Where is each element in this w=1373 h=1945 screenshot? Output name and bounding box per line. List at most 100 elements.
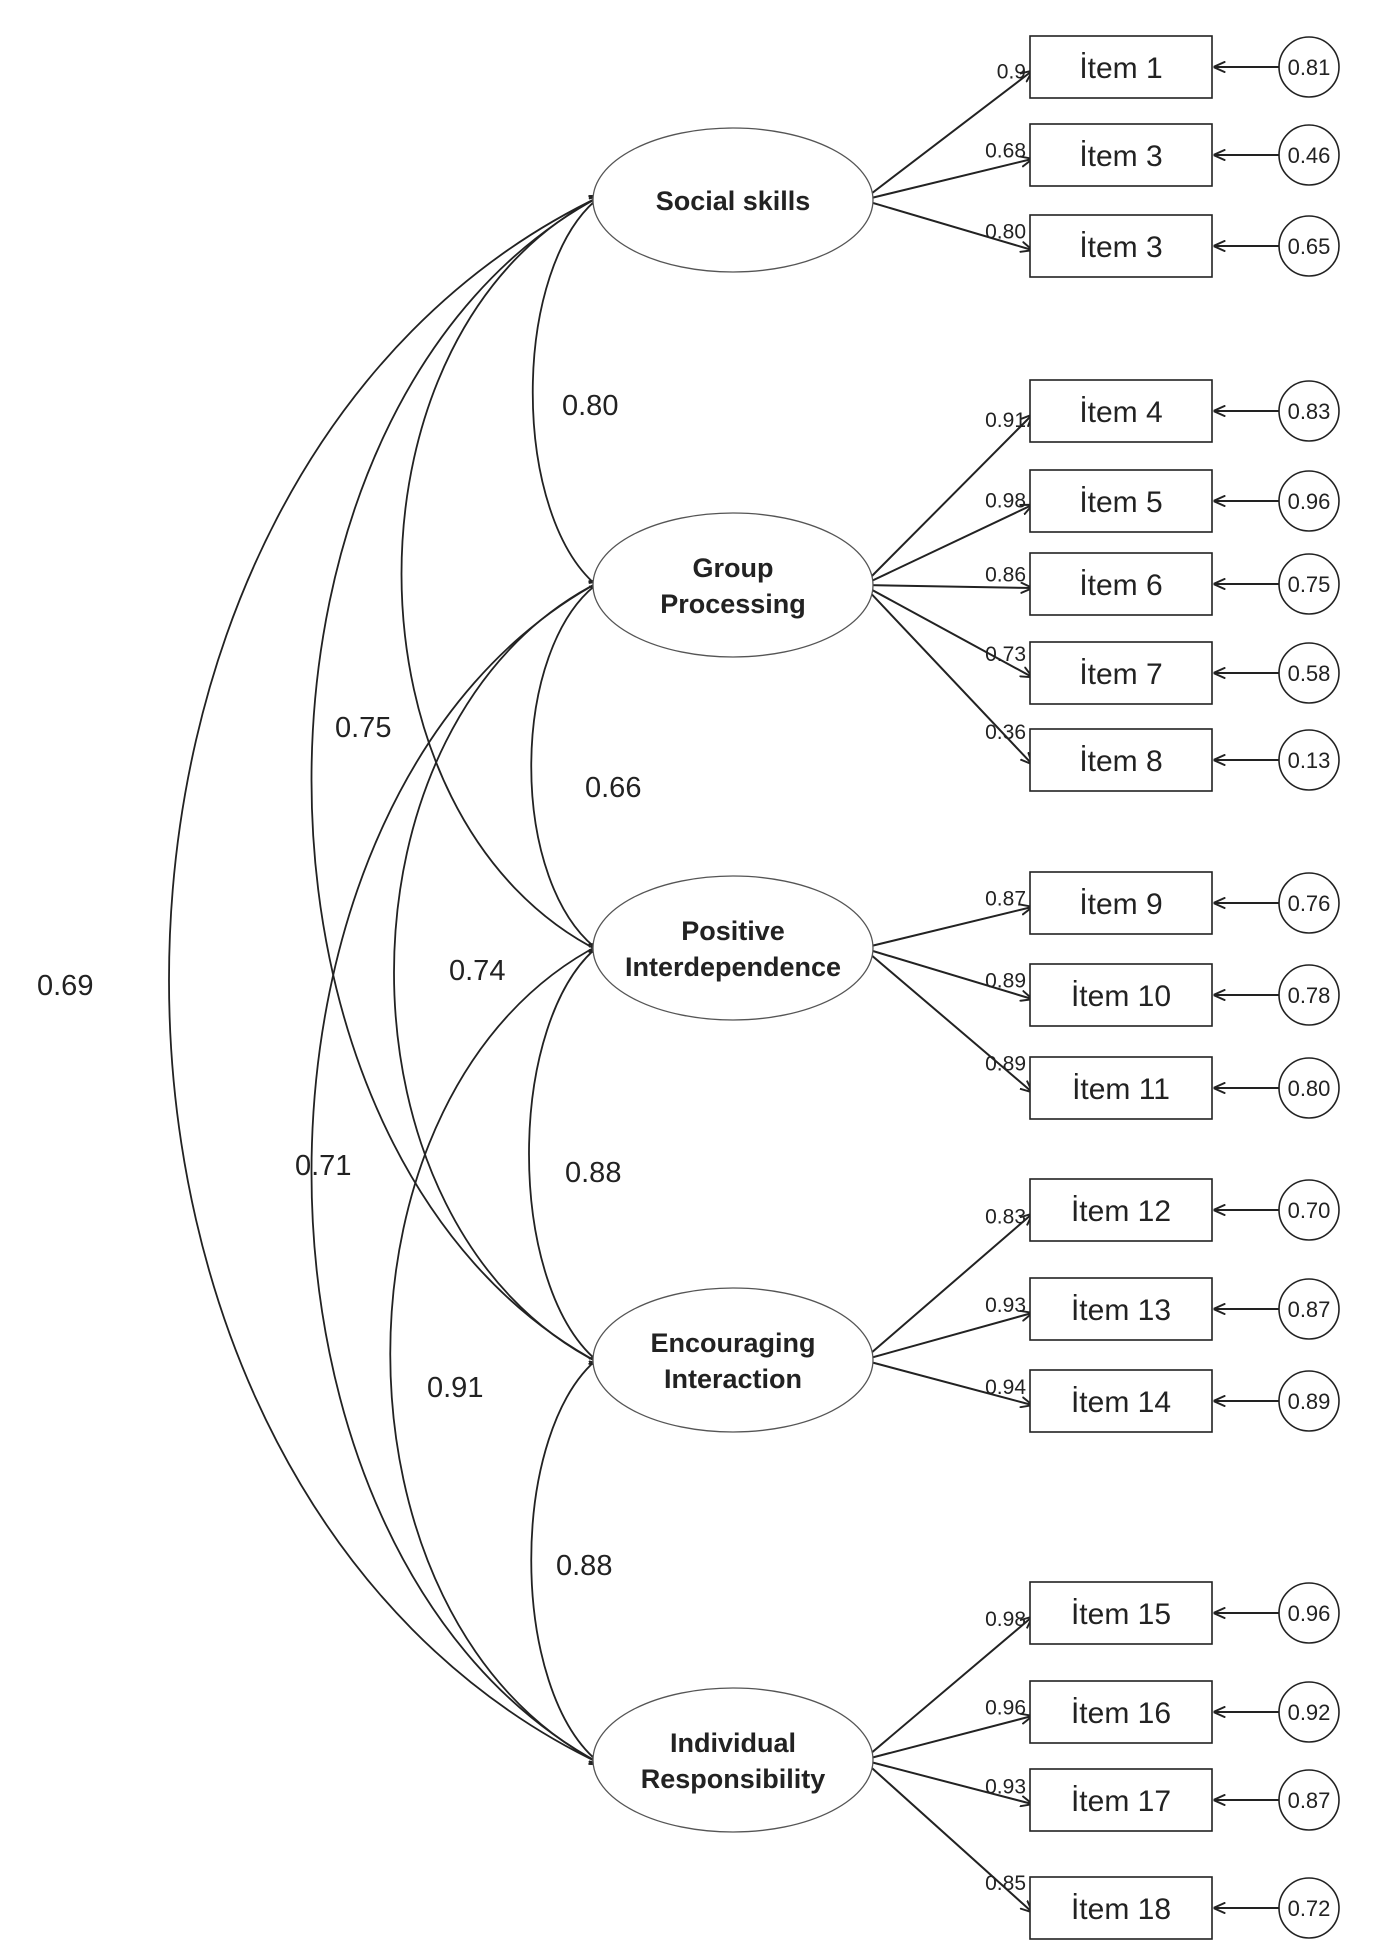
item-rect xyxy=(1029,1680,1213,1744)
loading-arrow xyxy=(862,505,1032,586)
item-rect xyxy=(1029,552,1213,616)
item-box: İtem 12 xyxy=(1029,1178,1213,1242)
error-circle xyxy=(1278,964,1340,1026)
item-label: İtem 18 xyxy=(1071,1893,1171,1926)
loading-value: 0.80 xyxy=(985,221,1026,244)
loading-value: 0.36 xyxy=(985,721,1026,744)
item-box: İtem 1 xyxy=(1029,35,1213,99)
error-circle xyxy=(1278,1582,1340,1644)
factor-ellipse xyxy=(592,512,874,658)
error-value: 0.70 xyxy=(1288,1198,1331,1223)
correlation-arc xyxy=(530,581,601,952)
correlation-value: 0.88 xyxy=(565,1157,621,1189)
loading-value: 0.96 xyxy=(985,1697,1026,1720)
error-circle xyxy=(1278,729,1340,791)
error-term: 0.96 xyxy=(1214,470,1340,532)
item-label: İtem 4 xyxy=(1079,396,1162,429)
error-term: 0.75 xyxy=(1214,553,1340,615)
error-term: 0.46 xyxy=(1214,124,1340,186)
correlation-value: 0.71 xyxy=(295,1150,351,1182)
error-circle xyxy=(1278,1681,1340,1743)
loading-arrow xyxy=(862,1313,1032,1361)
loading-arrow xyxy=(862,199,1032,250)
item-rect xyxy=(1029,379,1213,443)
loading-arrow xyxy=(862,159,1032,201)
factor-ss: Social skills xyxy=(592,127,874,273)
error-value: 0.76 xyxy=(1288,891,1331,916)
correlation-value: 0.80 xyxy=(562,390,618,422)
item-rect xyxy=(1029,1768,1213,1832)
loading-value: 0.93 xyxy=(985,1775,1026,1798)
item-rect xyxy=(1029,123,1213,187)
correlation-value: 0.74 xyxy=(449,955,505,987)
item-rect xyxy=(1029,728,1213,792)
correlation-arc xyxy=(310,196,602,1364)
item-rect xyxy=(1029,963,1213,1027)
error-term: 0.83 xyxy=(1214,380,1340,442)
error-circle xyxy=(1278,1179,1340,1241)
error-term: 0.72 xyxy=(1214,1877,1340,1939)
factor-label: Group xyxy=(693,553,774,583)
factor-label: Responsibility xyxy=(641,1764,826,1794)
error-value: 0.75 xyxy=(1288,572,1331,597)
loading-arrow xyxy=(862,415,1032,586)
error-term: 0.87 xyxy=(1214,1769,1340,1831)
loading-arrow xyxy=(862,584,1032,677)
correlation-value: 0.88 xyxy=(556,1550,612,1582)
loading-arrow xyxy=(862,71,1032,201)
factor-label: Interdependence xyxy=(625,952,841,982)
error-value: 0.13 xyxy=(1288,748,1331,773)
item-label: İtem 13 xyxy=(1071,1294,1171,1327)
item-box: İtem 15 xyxy=(1029,1581,1213,1645)
error-term: 0.80 xyxy=(1214,1057,1340,1119)
error-circle xyxy=(1278,872,1340,934)
item-label: İtem 9 xyxy=(1079,888,1162,921)
item-rect xyxy=(1029,871,1213,935)
factor-label: Social skills xyxy=(656,186,811,216)
loading-arrow xyxy=(862,1759,1032,1912)
latent-factors: Social skillsGroupProcessingPositiveInte… xyxy=(592,127,874,1833)
item-box: İtem 3 xyxy=(1029,214,1213,278)
factor-loadings: 0.90.680.800.910.980.860.730.360.870.890… xyxy=(862,61,1032,1912)
loading-arrow xyxy=(862,1716,1032,1761)
item-rect xyxy=(1029,1277,1213,1341)
correlation-arc xyxy=(531,196,601,589)
item-box: İtem 17 xyxy=(1029,1768,1213,1832)
item-label: İtem 12 xyxy=(1071,1195,1171,1228)
loading-arrow xyxy=(862,1214,1032,1361)
loading-arrow xyxy=(862,585,1032,588)
error-circle xyxy=(1278,553,1340,615)
item-box: İtem 14 xyxy=(1029,1369,1213,1433)
item-label: İtem 15 xyxy=(1071,1598,1171,1631)
error-value: 0.65 xyxy=(1288,234,1331,259)
error-term: 0.89 xyxy=(1214,1370,1340,1432)
error-value: 0.92 xyxy=(1288,1700,1331,1725)
item-rect xyxy=(1029,35,1213,99)
loading-value: 0.94 xyxy=(985,1376,1026,1399)
error-value: 0.89 xyxy=(1288,1389,1331,1414)
factor-ellipse xyxy=(592,1287,874,1433)
factor-ellipse xyxy=(592,127,874,273)
error-value: 0.78 xyxy=(1288,983,1331,1008)
error-term: 0.87 xyxy=(1214,1278,1340,1340)
item-box: İtem 3 xyxy=(1029,123,1213,187)
error-circle xyxy=(1278,36,1340,98)
factor-label: Positive xyxy=(681,916,785,946)
item-rect xyxy=(1029,1056,1213,1120)
error-term: 0.92 xyxy=(1214,1681,1340,1743)
error-circle xyxy=(1278,1877,1340,1939)
correlation-arc xyxy=(528,944,601,1364)
loading-value: 0.87 xyxy=(985,887,1026,910)
error-value: 0.72 xyxy=(1288,1896,1331,1921)
error-value: 0.80 xyxy=(1288,1076,1331,1101)
loading-value: 0.83 xyxy=(985,1206,1026,1229)
error-term: 0.65 xyxy=(1214,215,1340,277)
error-term: 0.70 xyxy=(1214,1179,1340,1241)
error-circle xyxy=(1278,470,1340,532)
factor-ellipse xyxy=(592,1687,874,1833)
item-rect xyxy=(1029,1369,1213,1433)
